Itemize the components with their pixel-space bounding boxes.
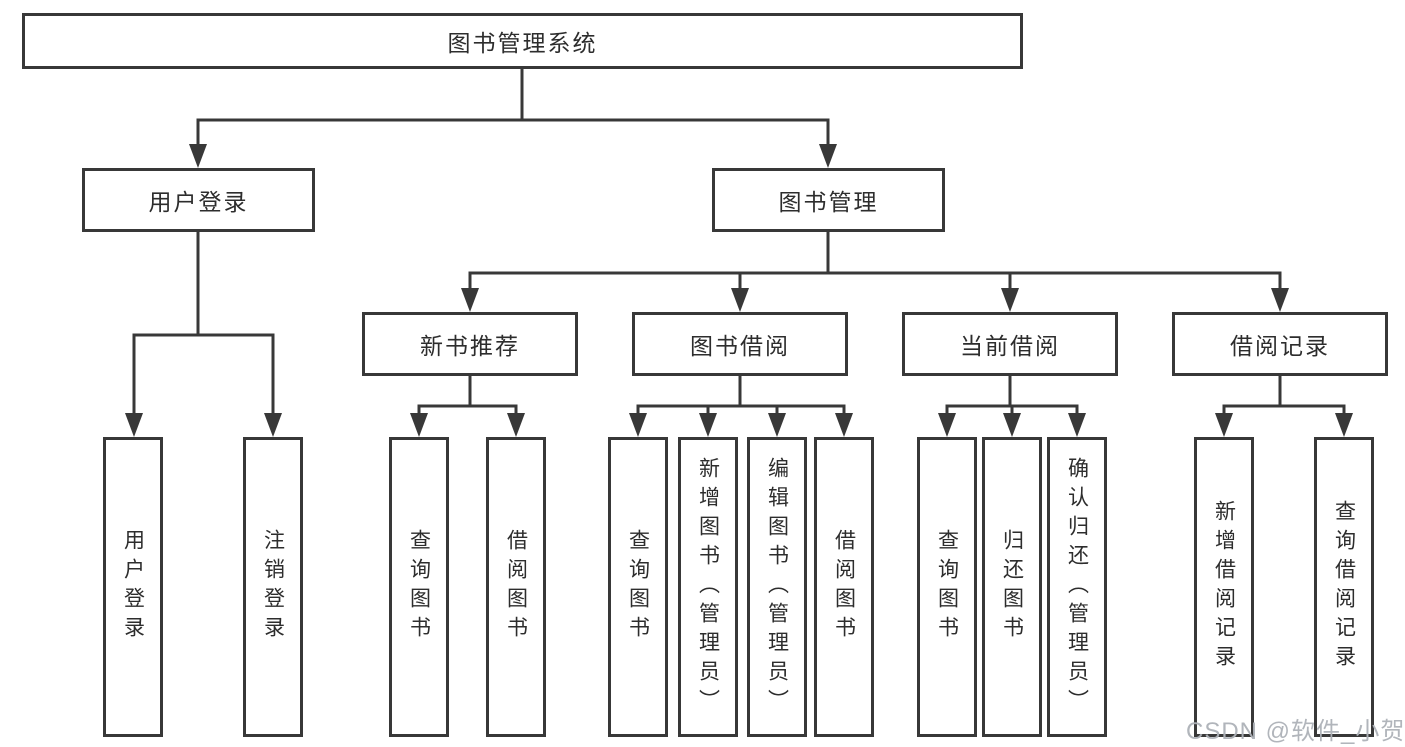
leaf-return-books: 归还图书 — [982, 437, 1042, 737]
node-new-book-recommend: 新书推荐 — [362, 312, 578, 376]
leaf-label: 查询借阅记录 — [1332, 500, 1356, 674]
leaf-query-books-current: 查询图书 — [917, 437, 977, 737]
node-label: 当前借阅 — [960, 333, 1060, 359]
leaf-label: 注销登录 — [261, 529, 285, 645]
leaf-label: 查询图书 — [407, 529, 431, 645]
leaf-label: 新增借阅记录 — [1212, 500, 1236, 674]
node-current-borrowing: 当前借阅 — [902, 312, 1118, 376]
leaf-label: 归还图书 — [1000, 529, 1024, 645]
node-borrowing-records: 借阅记录 — [1172, 312, 1388, 376]
leaf-add-borrow-record: 新增借阅记录 — [1194, 437, 1254, 737]
leaf-label: 确认归还（管理员） — [1065, 456, 1089, 718]
leaf-add-books-admin: 新增图书（管理员） — [678, 437, 738, 737]
leaf-label: 编辑图书（管理员） — [765, 456, 789, 718]
leaf-query-books-recommend: 查询图书 — [389, 437, 449, 737]
node-label: 新书推荐 — [420, 333, 520, 359]
node-user-login: 用户登录 — [82, 168, 315, 232]
node-label: 用户登录 — [148, 189, 249, 215]
leaf-edit-books-admin: 编辑图书（管理员） — [747, 437, 807, 737]
node-book-management-system: 图书管理系统 — [22, 13, 1023, 69]
leaf-borrow-books-recommend: 借阅图书 — [486, 437, 546, 737]
leaf-confirm-return-admin: 确认归还（管理员） — [1047, 437, 1107, 737]
leaf-label: 查询图书 — [935, 529, 959, 645]
leaf-borrow-books-borrowing: 借阅图书 — [814, 437, 874, 737]
leaf-label: 新增图书（管理员） — [696, 456, 720, 718]
csdn-watermark: CSDN @软件_小贺同学 — [1186, 718, 1405, 745]
leaf-label: 用户登录 — [121, 529, 145, 645]
node-label: 借阅记录 — [1230, 333, 1330, 359]
leaf-user-login: 用户登录 — [103, 437, 163, 737]
node-label: 图书借阅 — [690, 333, 790, 359]
leaf-label: 查询图书 — [626, 529, 650, 645]
leaf-logout: 注销登录 — [243, 437, 303, 737]
node-label: 图书管理系统 — [447, 30, 598, 56]
leaf-query-books-borrowing: 查询图书 — [608, 437, 668, 737]
leaf-label: 借阅图书 — [504, 529, 528, 645]
leaf-query-borrow-record: 查询借阅记录 — [1314, 437, 1374, 737]
node-label: 图书管理 — [778, 189, 879, 215]
leaf-label: 借阅图书 — [832, 529, 856, 645]
node-book-management: 图书管理 — [712, 168, 945, 232]
node-book-borrowing: 图书借阅 — [632, 312, 848, 376]
